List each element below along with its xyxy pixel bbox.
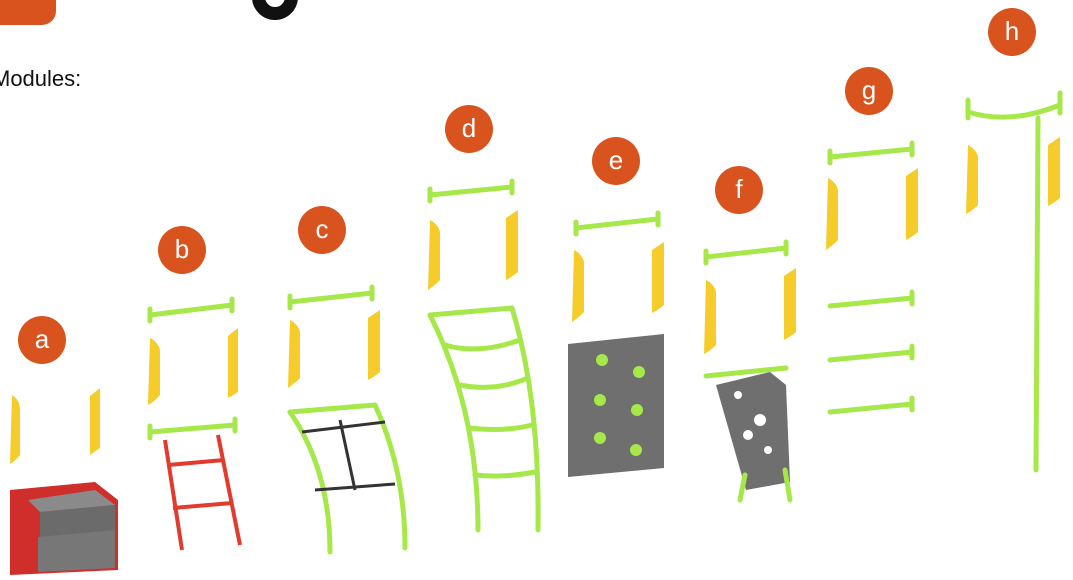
module-b-badge: b: [158, 226, 206, 274]
module-b-art: [147, 296, 242, 551]
module-h-art: [965, 90, 1063, 473]
header-accent-tab: [0, 0, 56, 25]
module-f-art: [703, 239, 796, 503]
modules-label: Modules:: [0, 66, 82, 91]
module-g-badge: g: [845, 67, 893, 115]
module-d-badge: d: [445, 105, 493, 153]
module-c-badge: c: [298, 206, 346, 254]
module-e-art: [568, 210, 664, 477]
module-a-badge: a: [18, 316, 66, 364]
module-c-art: [287, 284, 408, 555]
module-h-badge: h: [988, 8, 1036, 56]
module-e-badge: e: [592, 137, 640, 185]
module-d-art: [427, 178, 541, 533]
module-g-art: [826, 140, 918, 415]
module-a-art: [10, 388, 118, 575]
module-f-badge: f: [715, 166, 763, 214]
